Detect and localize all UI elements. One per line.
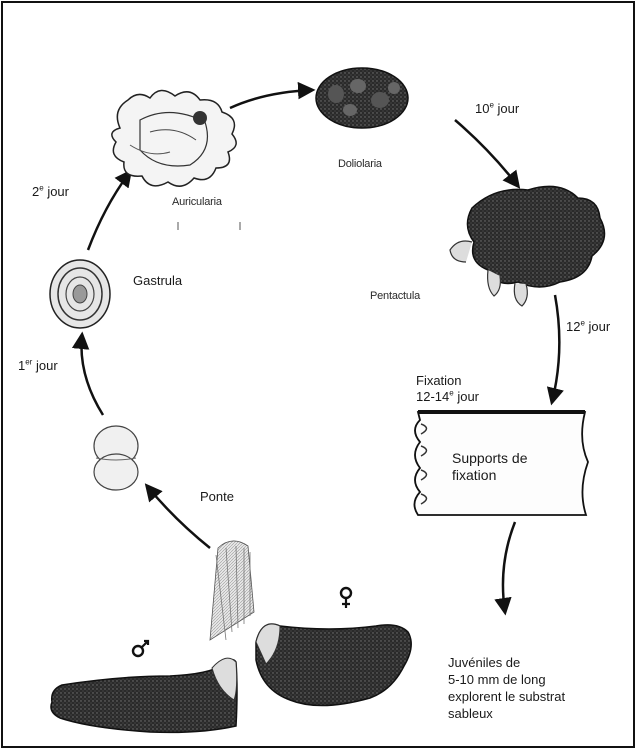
- spawning-plume: [210, 541, 254, 640]
- juveniles-line1: Juvéniles de: [448, 654, 520, 671]
- day-12-suffix: e: [580, 319, 584, 328]
- arrow-auricularia-to-doliolaria: [230, 90, 312, 108]
- arrow-fixation-to-juveniles: [503, 522, 515, 612]
- juveniles-line2: 5-10 mm de long: [448, 671, 546, 688]
- fixation-title: Fixation: [416, 372, 462, 389]
- fixation-days: 12-14e jour: [416, 388, 479, 405]
- day-label-12: 12e jour: [566, 318, 610, 335]
- pentactula-larva: [450, 186, 605, 306]
- stage-label-auricularia: Auricularia: [172, 196, 222, 208]
- gastrula-embryo: [50, 260, 110, 328]
- day-10-number: 10: [475, 101, 489, 116]
- tick-mark: [178, 222, 240, 230]
- doliolaria-larva: [316, 68, 408, 128]
- arrow-doliolaria-to-pentactula: [455, 120, 518, 186]
- day-2-suffix: e: [39, 184, 43, 193]
- support-label-line2: fixation: [452, 467, 496, 484]
- day-2-jour: jour: [47, 184, 69, 199]
- arrow-pentactula-to-fixation: [552, 295, 559, 402]
- ponte-label: Ponte: [200, 488, 234, 505]
- juveniles-line4: sableux: [448, 705, 493, 722]
- auricularia-larva: [112, 90, 236, 186]
- day-1-jour: jour: [36, 358, 58, 373]
- stage-label-doliolaria: Doliolaria: [338, 158, 382, 170]
- day-12-number: 12: [566, 319, 580, 334]
- fixation-range: 12-14: [416, 389, 449, 404]
- arrow-gastrula-to-auricularia: [88, 172, 130, 250]
- day-12-jour: jour: [589, 319, 611, 334]
- stage-label-gastrula: Gastrula: [133, 272, 182, 289]
- egg-cleavage: [94, 426, 138, 490]
- female-sea-cucumber: [256, 588, 411, 706]
- support-label-line1: Supports de: [452, 450, 528, 467]
- juveniles-line3: explorent le substrat: [448, 688, 565, 705]
- male-sea-cucumber: [51, 641, 237, 732]
- day-10-suffix: e: [489, 101, 493, 110]
- day-1-suffix: er: [25, 358, 32, 367]
- fixation-range-suffix: e: [449, 389, 453, 398]
- day-label-2: 2e jour: [32, 183, 69, 200]
- fixation-jour: jour: [457, 389, 479, 404]
- day-10-jour: jour: [498, 101, 520, 116]
- stage-label-pentactula: Pentactula: [370, 290, 420, 302]
- day-label-10: 10e jour: [475, 100, 519, 117]
- arrow-egg-to-gastrula: [81, 335, 103, 415]
- day-label-1: 1er jour: [18, 357, 58, 374]
